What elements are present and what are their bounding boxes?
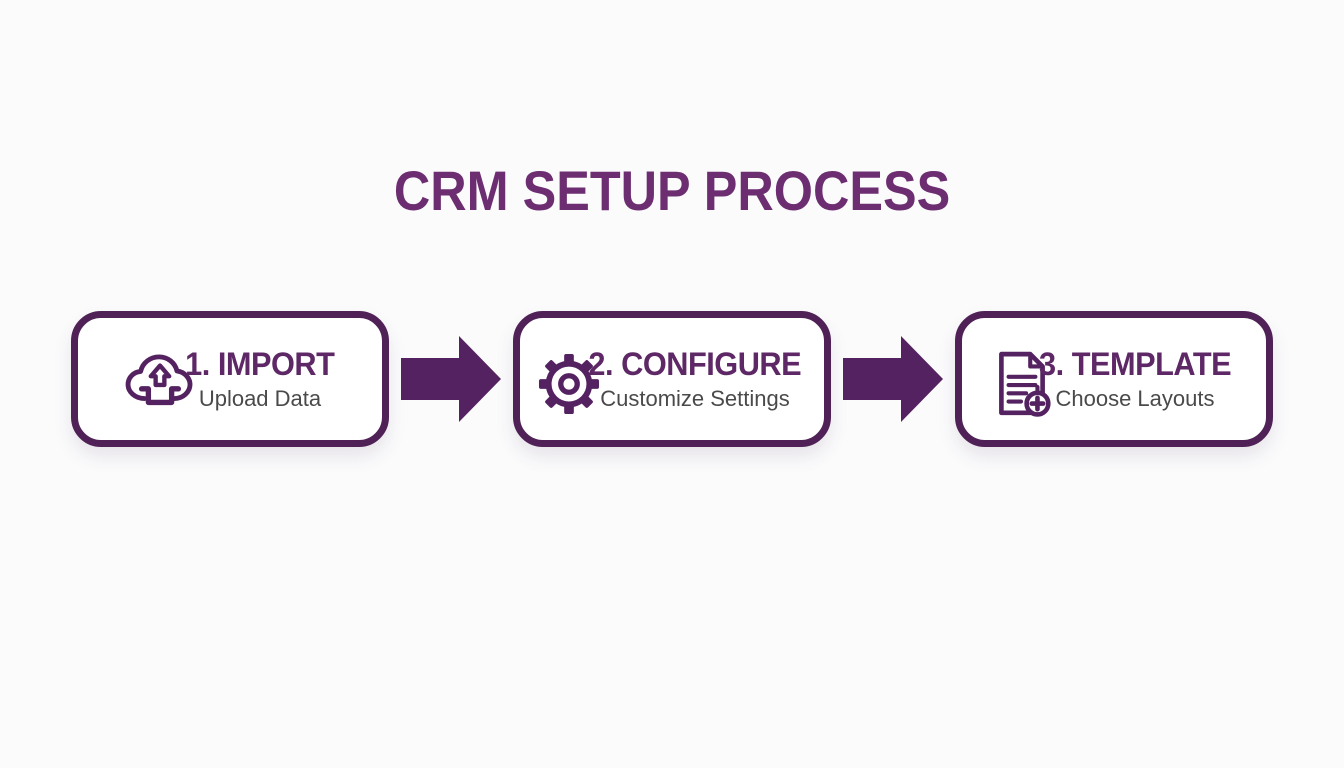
flow-arrow-icon [843,336,943,422]
process-flow: 1. IMPORT Upload Data [0,311,1344,447]
flow-arrow-icon [401,336,501,422]
step-text: 2. CONFIGURE Customize Settings [584,345,806,411]
step-text: 3. TEMPLATE Choose Layouts [1035,345,1235,411]
cloud-upload-icon [122,353,198,415]
step-box-import: 1. IMPORT Upload Data [71,311,389,447]
step-heading: 3. TEMPLATE [1038,345,1232,382]
step-subtitle: Customize Settings [600,386,790,411]
step-subtitle: Upload Data [198,386,322,411]
step-subtitle: Choose Layouts [1055,386,1215,411]
document-add-icon [993,350,1051,418]
step-box-configure: 2. CONFIGURE Customize Settings [513,311,831,447]
gear-icon [538,353,600,415]
step-heading: 1. IMPORT [185,345,335,382]
step-box-template: 3. TEMPLATE Choose Layouts [955,311,1273,447]
step-text: 1. IMPORT Upload Data [182,345,338,411]
page-title: CRM SETUP PROCESS [393,159,951,222]
step-heading: 2. CONFIGURE [588,345,802,382]
